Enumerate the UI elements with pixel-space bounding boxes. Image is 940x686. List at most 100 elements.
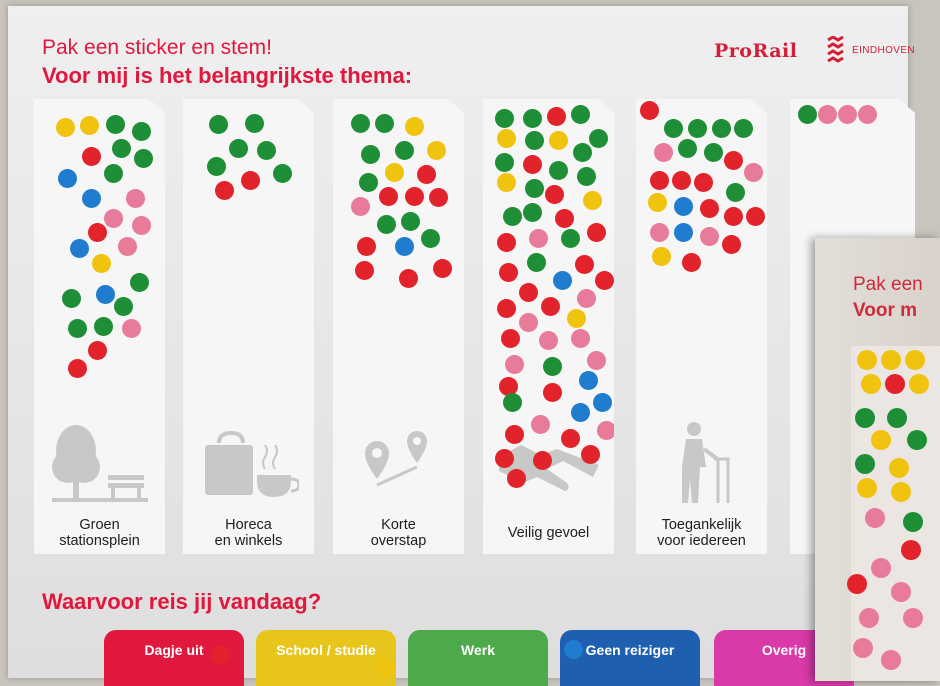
sticker [545,185,564,204]
sticker [499,377,518,396]
sticker [405,117,424,136]
theme-label-korte-line1: Korte [381,517,416,533]
sticker [650,223,669,242]
sticker [114,297,133,316]
sticker [523,109,542,128]
sticker [593,393,612,412]
sticker [88,341,107,360]
sticker [567,309,586,328]
sticker [704,143,723,162]
sticker [555,209,574,228]
sticker [134,149,153,168]
sticker [533,451,552,470]
sticker [855,454,875,474]
theme-label-toegankelijk-line1: Toegankelijk [661,517,742,533]
prorail-logo: ProRail [714,40,798,62]
sticker [726,183,745,202]
sticker [112,139,131,158]
theme-label-groen-line2: stationsplein [59,533,140,549]
sticker [855,408,875,428]
sticker [376,658,395,677]
sticker [901,540,921,560]
board-heading-line2: Voor mij is het belangrijkste thema: [42,63,413,88]
sticker [132,216,151,235]
sticker [519,313,538,332]
sticker [495,109,514,128]
sticker [871,430,891,450]
sticker [909,374,929,394]
sticker [525,131,544,150]
sticker [674,197,693,216]
theme-panel-korte-overstap: Korte overstap [333,99,464,554]
sticker [257,141,276,160]
sticker [82,189,101,208]
sticker [68,359,87,378]
sticker [798,105,817,124]
sticker [553,271,572,290]
sticker [92,254,111,273]
sticker [497,299,516,318]
sticker [379,187,398,206]
sticker [505,355,524,374]
sticker [722,235,741,254]
sticker [80,116,99,135]
sticker [652,247,671,266]
sticker [575,255,594,274]
sticker [82,147,101,166]
sticker [903,512,923,532]
sticker [903,608,923,628]
sticker [351,114,370,133]
sticker [497,173,516,192]
sticker [648,193,667,212]
sticker [541,297,560,316]
sticker [577,167,596,186]
sticker [746,207,765,226]
sticker [401,212,420,231]
option-school-studie: School / studie [256,630,396,686]
sticker [857,478,877,498]
theme-label-horeca-line2: en winkels [214,533,283,549]
sticker [58,169,77,188]
sticker [889,458,909,478]
sticker [640,101,659,120]
sticker [88,223,107,242]
option-geen-reiziger: Geen reiziger [560,630,700,686]
sticker [577,289,596,308]
sticker [672,171,691,190]
sticker [207,157,226,176]
sticker [885,374,905,394]
sticker [724,151,743,170]
eindhoven-logo-text: EINDHOVEN [852,44,916,56]
sticker [587,223,606,242]
sticker [579,371,598,390]
walker-person-icon [674,421,734,505]
sticker [857,350,877,370]
sticker [433,259,452,278]
sticker [351,197,370,216]
sticker [571,403,590,422]
sticker [589,129,608,148]
sticker [531,415,550,434]
sticker [359,173,378,192]
sticker [712,119,731,138]
sticker [907,430,927,450]
sticker [549,161,568,180]
sticker [543,357,562,376]
sticker [529,229,548,248]
sticker [519,283,538,302]
sticker [564,640,583,659]
sticker [375,114,394,133]
sticker [405,187,424,206]
sticker [399,269,418,288]
sticker [744,163,763,182]
sticker [847,574,867,594]
sticker [891,482,911,502]
sticker [654,143,673,162]
option-label: Werk [461,642,495,658]
sticker [525,179,544,198]
sticker [211,646,230,665]
theme-label-veilig-line1: Veilig gevoel [507,525,590,541]
sticker [118,237,137,256]
sticker [209,115,228,134]
sticker [245,114,264,133]
